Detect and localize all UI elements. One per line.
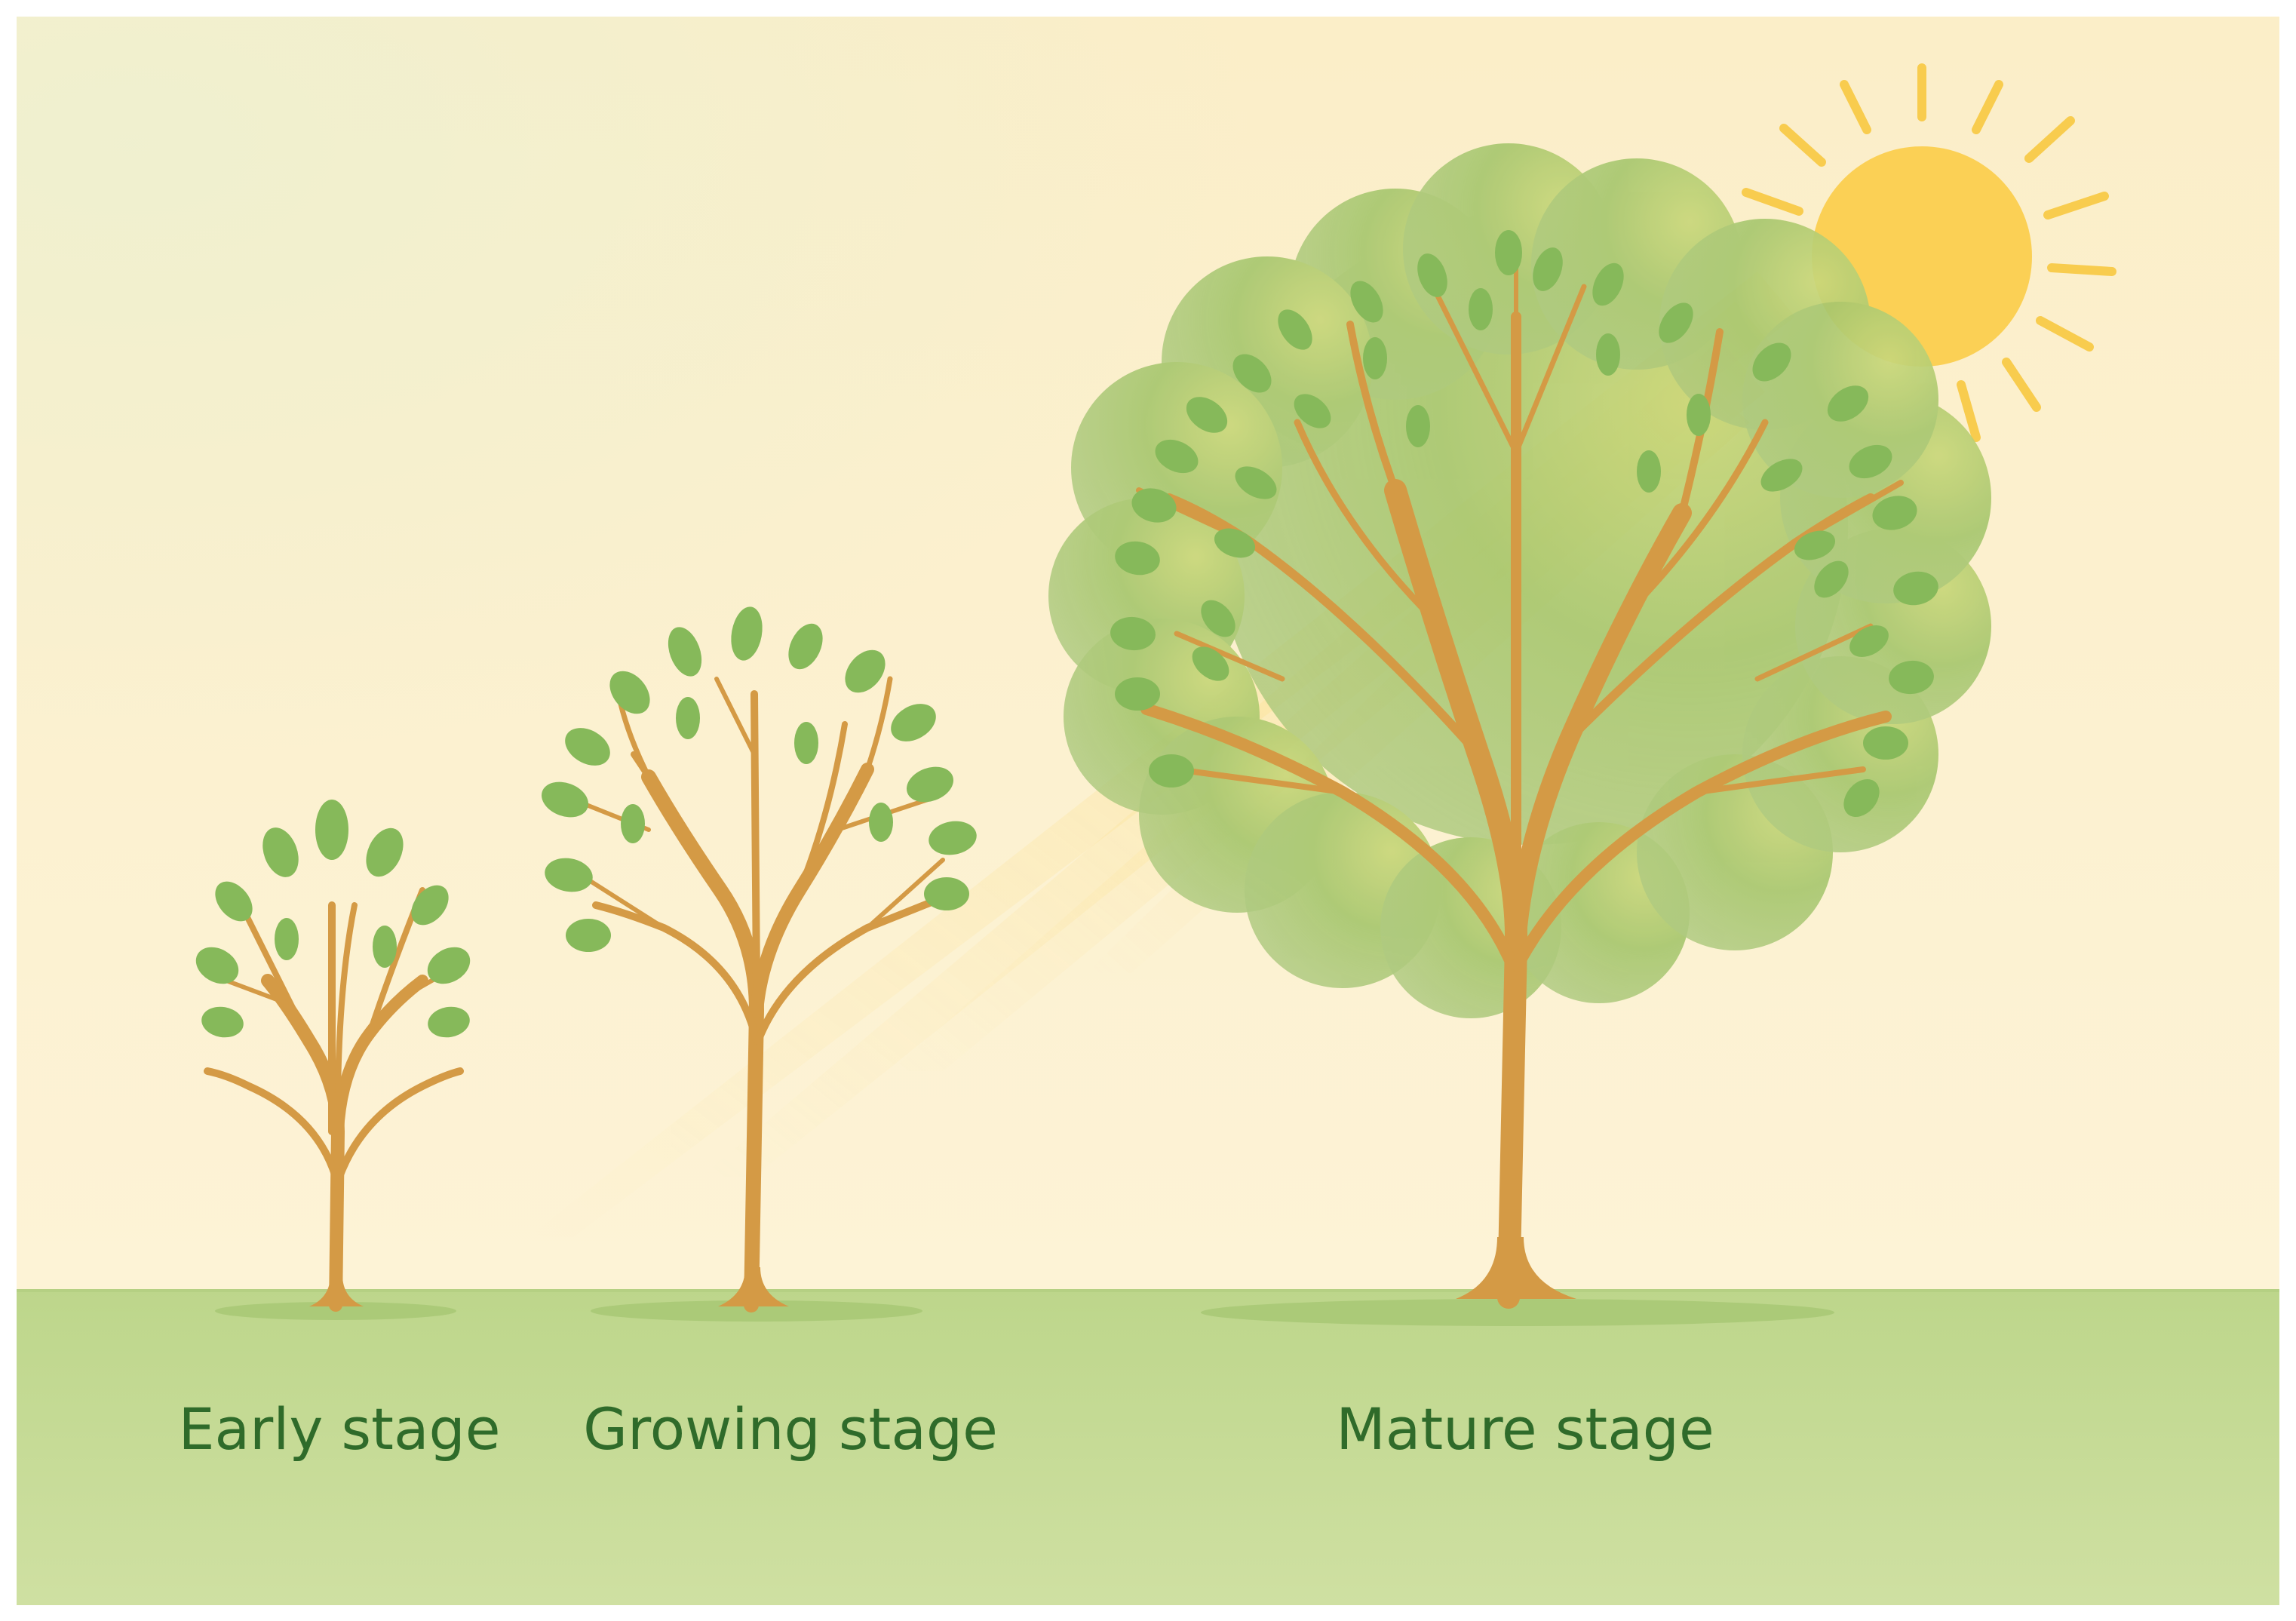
growing-stage-label: Growing stage: [583, 1395, 998, 1463]
shadow-mature: [1201, 1299, 1834, 1326]
mature-tree-icon: [1048, 143, 1991, 1309]
sapling-icon: [195, 800, 471, 1312]
ground: [17, 1290, 2279, 1605]
early-stage-label: Early stage: [178, 1395, 501, 1463]
young-tree-icon: [542, 606, 977, 1312]
mature-stage-label: Mature stage: [1336, 1395, 1714, 1463]
shadow-growing: [591, 1300, 922, 1322]
early-trunk-base: [309, 1275, 364, 1306]
mature-trunk-base: [1456, 1237, 1576, 1299]
growing-trunk-base: [718, 1267, 789, 1306]
